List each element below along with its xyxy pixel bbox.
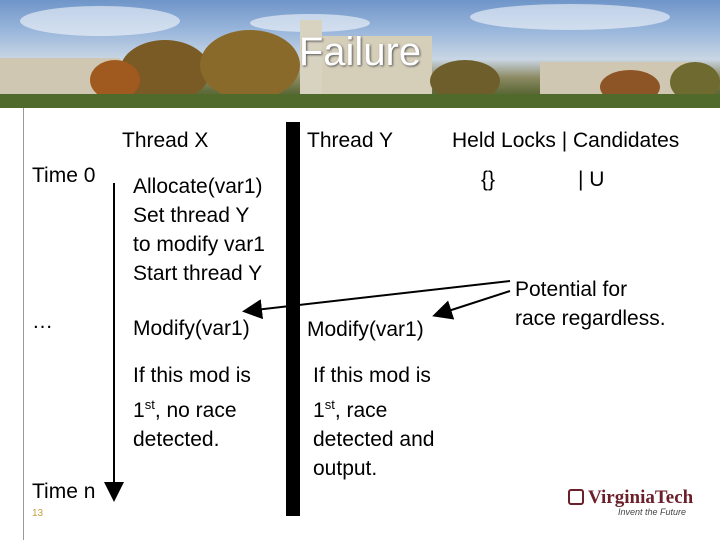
- logo-wordmark: VirginiaTech: [588, 487, 693, 509]
- logo-tagline: Invent the Future: [618, 507, 686, 517]
- vt-shield-icon: [568, 489, 584, 505]
- annotation-arrow-to-thread-y: [436, 291, 510, 315]
- virginia-tech-logo: VirginiaTech Invent the Future: [566, 484, 706, 520]
- annotation-arrow-to-thread-x: [246, 281, 510, 311]
- page-number: 13: [32, 508, 43, 519]
